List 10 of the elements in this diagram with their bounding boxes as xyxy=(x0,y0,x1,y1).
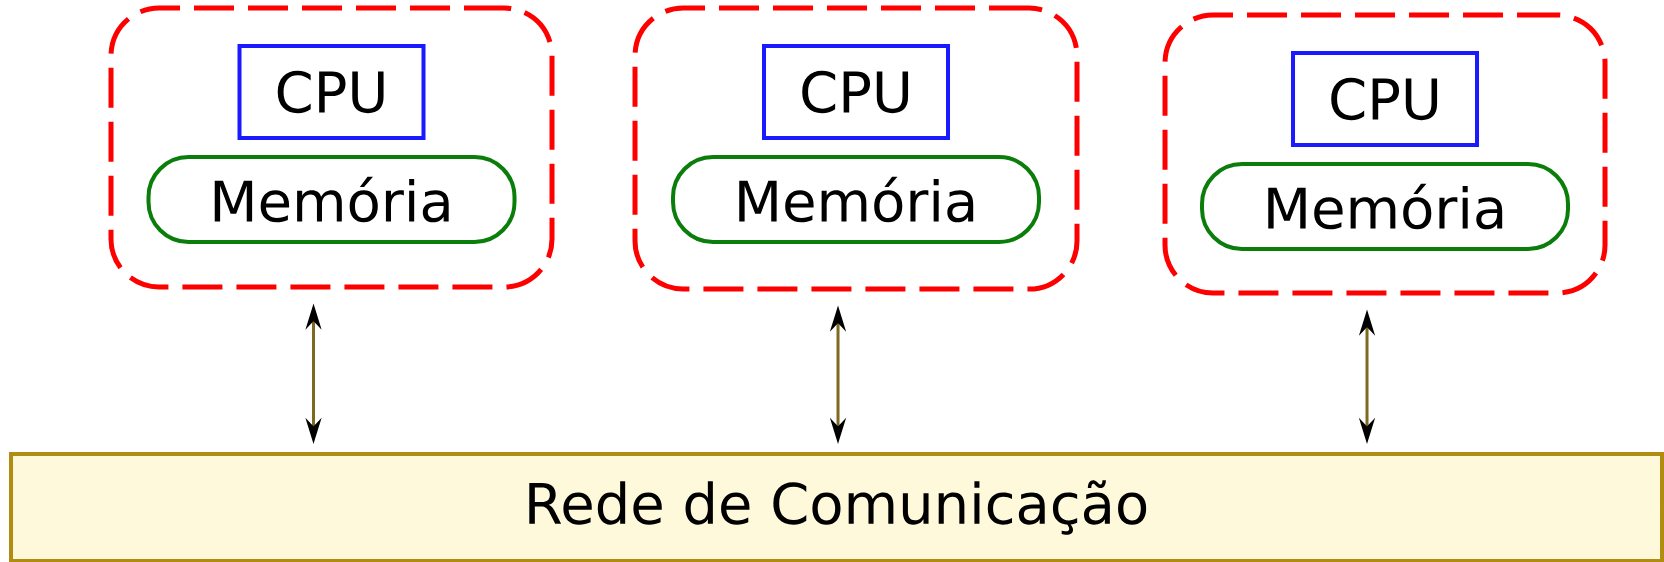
memory-box: Memória xyxy=(1200,162,1570,251)
dashed-container xyxy=(1162,12,1608,296)
cpu-box: CPU xyxy=(237,44,426,140)
network-bar: Rede de Comunicação xyxy=(9,452,1664,562)
memory-box: Memória xyxy=(146,155,517,244)
memory-box: Memória xyxy=(671,155,1041,244)
dashed-container xyxy=(108,5,555,290)
cpu-box: CPU xyxy=(762,44,950,140)
cpu-box: CPU xyxy=(1291,51,1479,147)
dashed-container xyxy=(632,5,1080,292)
